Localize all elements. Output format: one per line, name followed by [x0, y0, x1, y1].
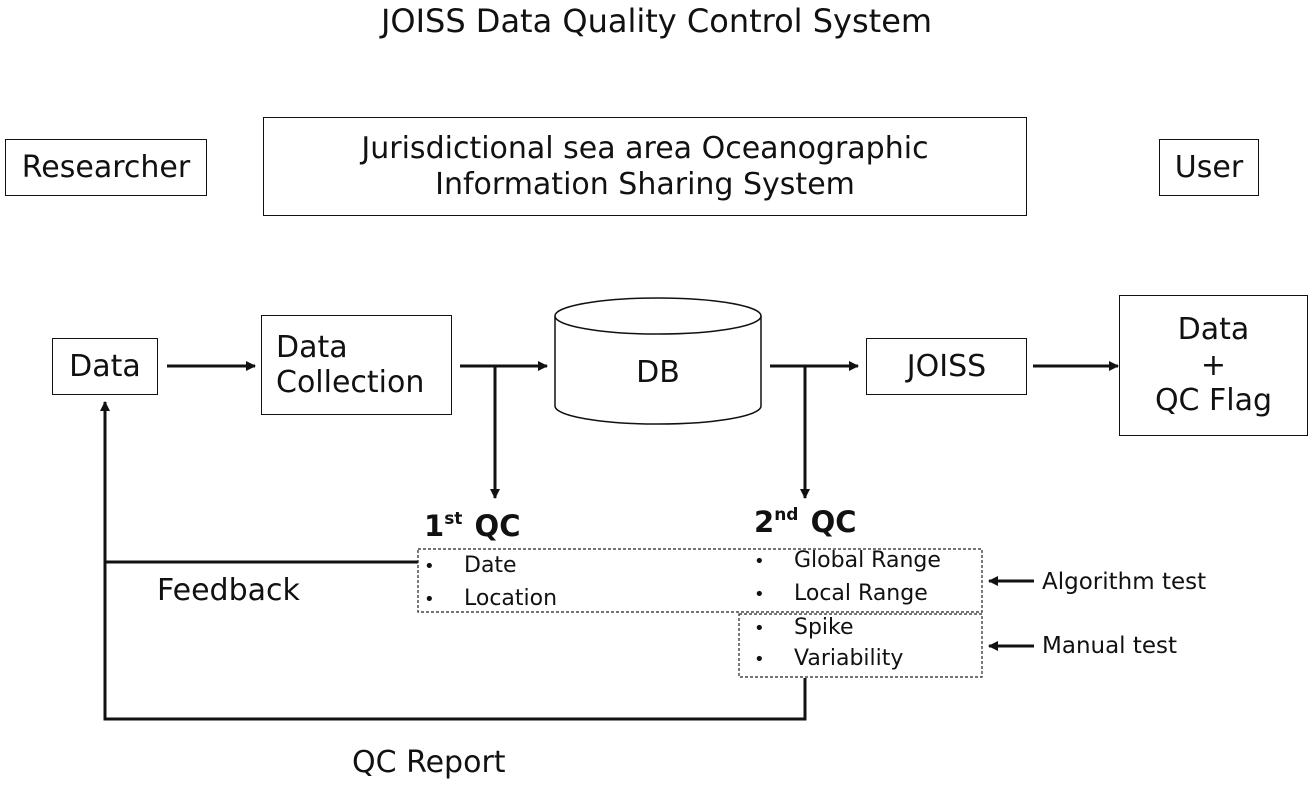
db-cylinder [554, 297, 762, 425]
first-qc-item-text: Date [464, 553, 517, 578]
second-qc-item-spike: • Spike [754, 617, 854, 639]
second-qc-label: QC [810, 505, 857, 539]
manual-test-group [738, 613, 983, 678]
db-label: DB [636, 355, 680, 390]
second-qc-item-variability: • Variability [754, 648, 903, 670]
first-qc-label: QC [474, 509, 521, 543]
bullet-mark: • [424, 556, 435, 577]
joiss-box: JOISS [866, 338, 1027, 395]
first-qc-suffix: st [444, 509, 463, 529]
diagram-title: JOISS Data Quality Control System [380, 2, 933, 40]
algorithm-test-group [417, 548, 983, 613]
second-qc-item-text: Local Range [794, 581, 928, 606]
second-qc-item-text: Global Range [794, 548, 941, 573]
user-label: User [1174, 150, 1244, 185]
researcher-label: Researcher [21, 150, 191, 185]
researcher-box: Researcher [5, 139, 207, 196]
second-qc-heading: 2nd QC [754, 507, 857, 537]
second-qc-item-global-range: • Global Range [754, 550, 941, 572]
first-qc-item-location: • Location [424, 588, 557, 610]
bullet-mark: • [754, 584, 765, 605]
first-qc-item-text: Location [464, 586, 558, 611]
second-qc-item-text: Spike [794, 615, 854, 640]
user-box: User [1159, 139, 1259, 196]
manual-test-label: Manual test [1042, 633, 1178, 659]
data-label: Data [69, 349, 141, 384]
bullet-mark: • [754, 649, 765, 670]
bullet-mark: • [754, 618, 765, 639]
collection-line-1: Data [276, 329, 348, 365]
data-box: Data [52, 338, 158, 395]
data-collection-box: Data Collection [261, 315, 452, 415]
bullet-mark: • [754, 551, 765, 572]
second-qc-suffix: nd [774, 505, 799, 525]
output-line-qc-flag: QC Flag [1154, 383, 1273, 419]
algorithm-test-label: Algorithm test [1042, 569, 1207, 595]
system-box: Jurisdictional sea area Oceanographic In… [263, 117, 1027, 216]
joiss-label: JOISS [906, 349, 987, 384]
system-name-line-2: Information Sharing System [435, 166, 855, 202]
second-qc-item-local-range: • Local Range [754, 583, 928, 605]
second-qc-item-text: Variability [794, 646, 904, 671]
output-box: Data + QC Flag [1119, 295, 1308, 436]
first-qc-item-date: • Date [424, 555, 517, 577]
output-line-plus: + [1200, 347, 1227, 383]
first-qc-number: 1 [424, 509, 445, 543]
qc-report-label: QC Report [352, 745, 506, 780]
qc-report-line [100, 401, 807, 721]
first-qc-heading: 1st QC [424, 511, 520, 541]
system-name-line-1: Jurisdictional sea area Oceanographic [361, 131, 929, 167]
output-line-data: Data [1177, 312, 1250, 348]
feedback-label: Feedback [157, 573, 300, 608]
bullet-mark: • [424, 589, 435, 610]
second-qc-number: 2 [754, 505, 775, 539]
collection-line-2: Collection [276, 365, 425, 400]
